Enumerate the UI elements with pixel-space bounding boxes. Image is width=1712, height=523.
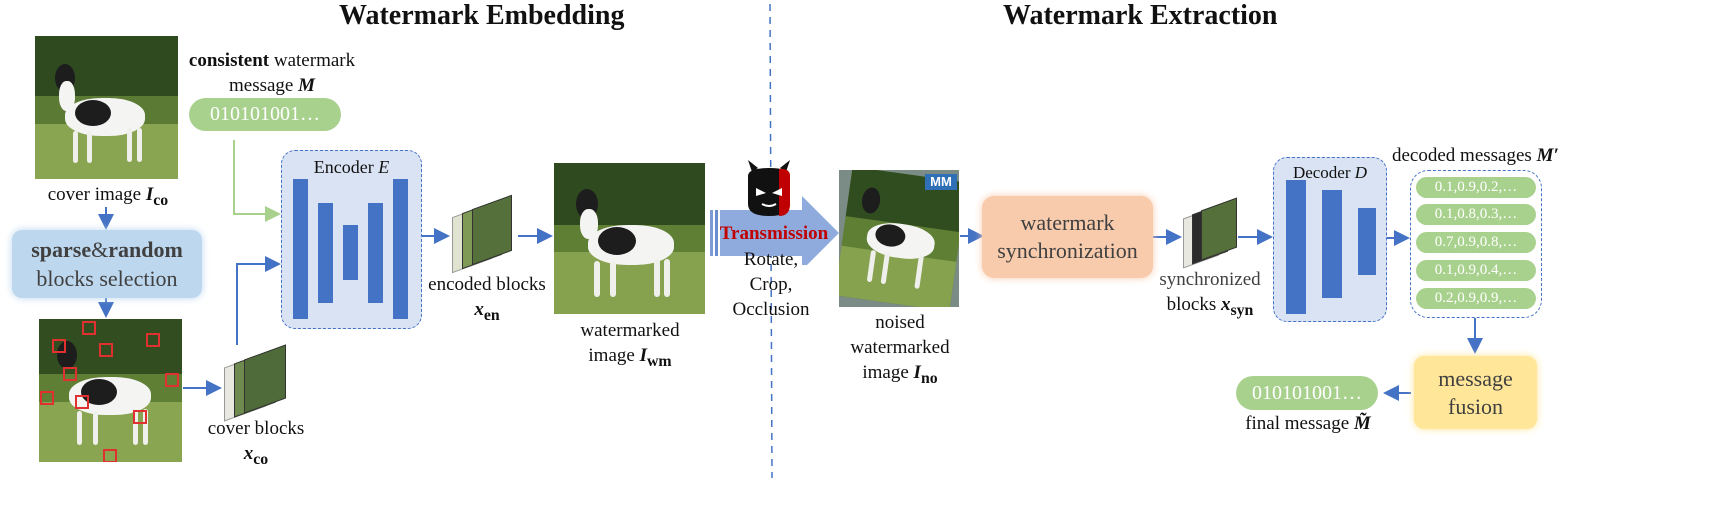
watermarked-image	[554, 163, 705, 314]
decoded-message-item: 0.7,0.9,0.8,…	[1416, 232, 1536, 253]
selected-block-marker	[82, 321, 96, 335]
attack-crop: Crop,	[749, 274, 793, 295]
decoded-message-item: 0.1,0.8,0.3,…	[1416, 204, 1536, 225]
attacks-list: Rotate, Crop, Occlusion	[722, 247, 820, 322]
cover-blocks-stack	[224, 344, 288, 422]
selected-block-marker	[99, 343, 113, 357]
encoder-layer	[368, 203, 383, 303]
selected-block-marker	[75, 395, 89, 409]
decoded-messages-list: 0.1,0.9,0.2,… 0.1,0.8,0.3,… 0.7,0.9,0.8,…	[1410, 170, 1542, 318]
transmission-label: Transmission	[719, 223, 829, 244]
extraction-title: Watermark Extraction	[1003, 0, 1278, 31]
encoder-layer	[318, 203, 333, 303]
occlusion-logo: MM	[925, 174, 957, 190]
transmission-arrow	[710, 196, 839, 265]
decoded-message-item: 0.1,0.9,0.2,…	[1416, 177, 1536, 198]
watermarked-image-label: watermarked image Iwm	[580, 320, 680, 370]
synchronized-blocks-stack	[1183, 197, 1243, 269]
encoder-layer	[293, 179, 308, 319]
decoded-message-item: 0.1,0.9,0.4,…	[1416, 260, 1536, 281]
encoder-label: Encoder E	[313, 157, 390, 177]
selected-block-marker	[52, 339, 66, 353]
selected-block-marker	[63, 367, 77, 381]
selected-block-marker	[133, 410, 147, 424]
encoded-blocks-stack	[452, 194, 518, 274]
cover-image-label: cover image Ico	[47, 184, 169, 209]
cover-blocks-label: cover blocks xco	[207, 418, 305, 468]
decoder-layer	[1322, 190, 1342, 298]
selected-blocks-image	[39, 319, 182, 462]
selected-block-marker	[40, 391, 54, 405]
decoder-layer	[1286, 180, 1306, 314]
message-caption: consistent watermark message M	[188, 50, 356, 96]
encoder-layer	[343, 225, 358, 280]
decoded-messages-label: decoded messages M′	[1392, 145, 1559, 166]
message-fusion-box: message fusion	[1414, 356, 1537, 429]
final-message-pill: 010101001…	[1236, 376, 1378, 410]
synchronized-blocks-label: synchronized blocks xsyn	[1159, 269, 1261, 319]
final-message-label: final message M̃	[1245, 413, 1371, 434]
noised-image: MM	[839, 170, 959, 307]
attacker-devil-icon	[744, 160, 794, 218]
attack-rotate: Rotate,	[743, 249, 799, 270]
message-bits-pill: 010101001…	[189, 98, 341, 131]
synchronization-box: watermark synchronization	[982, 196, 1153, 278]
selected-block-marker	[146, 333, 160, 347]
encoder-box: Encoder E	[281, 150, 422, 329]
decoder-label: Decoder D	[1292, 163, 1368, 182]
decoder-layer	[1358, 208, 1376, 275]
noised-image-label: noised watermarked image Ino	[850, 312, 950, 387]
attack-occlusion: Occlusion	[732, 299, 810, 320]
embedding-title: Watermark Embedding	[339, 0, 625, 31]
decoded-message-item: 0.2,0.9,0.9,…	[1416, 288, 1536, 309]
selected-block-marker	[165, 373, 179, 387]
selected-block-marker	[103, 449, 117, 462]
encoder-layer	[393, 179, 408, 319]
decoder-box: Decoder D	[1273, 157, 1387, 322]
encoded-blocks-label: encoded blocks xen	[428, 274, 546, 324]
blocks-selection-box: sparse&random blocks selection	[12, 230, 202, 298]
cover-image	[35, 36, 178, 179]
